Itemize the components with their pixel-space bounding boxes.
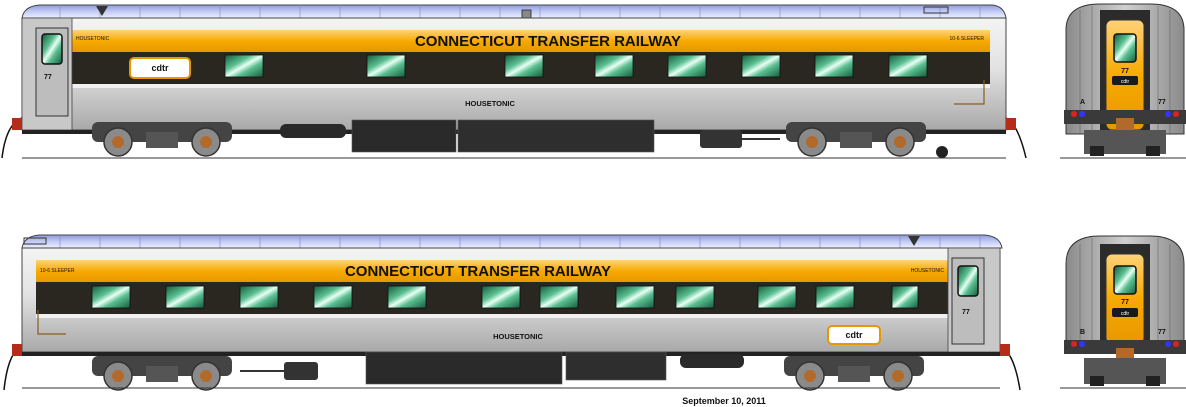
top-car-roof-ribs bbox=[59, 5, 981, 18]
bottom-car-grab-handle bbox=[37, 310, 66, 335]
bottom-car-truck-left bbox=[92, 356, 232, 391]
top-car-window bbox=[366, 54, 406, 78]
top-car-car-name: HOUSETONIC bbox=[465, 99, 515, 108]
bottom-car-window bbox=[615, 285, 655, 309]
bottom-car-window bbox=[757, 285, 797, 309]
bottom-car-small-left-label: 10-6 SLEEPER bbox=[40, 268, 75, 274]
bottom-car-grab-iron bbox=[23, 237, 47, 245]
bottom-car-small-right-label: HOUSETONIC bbox=[911, 268, 945, 274]
bottom-car-number: 77 bbox=[962, 309, 970, 316]
top-car-truck-right bbox=[786, 122, 926, 157]
bottom-car-window bbox=[91, 285, 131, 309]
top-end-coupler bbox=[1116, 118, 1134, 130]
bottom-car-window bbox=[891, 285, 919, 309]
top-car-window bbox=[741, 54, 781, 78]
top-car-vent-icon bbox=[96, 6, 108, 16]
bottom-car-logo: cdtr bbox=[827, 325, 881, 345]
top-car-door-window bbox=[41, 33, 63, 65]
top-car-window bbox=[504, 54, 544, 78]
bottom-car-generator bbox=[284, 362, 318, 380]
top-car-railroad-name: CONNECTICUT TRANSFER RAILWAY bbox=[415, 33, 681, 50]
bottom-car-railroad-name: CONNECTICUT TRANSFER RAILWAY bbox=[345, 263, 611, 280]
top-car-grab-iron bbox=[923, 6, 949, 14]
bottom-end-marker-light-icon bbox=[1071, 341, 1077, 347]
bottom-end-door-window bbox=[1113, 265, 1137, 295]
top-car-window bbox=[667, 54, 707, 78]
top-car-tank bbox=[280, 124, 346, 138]
bottom-car-door-window bbox=[957, 265, 979, 297]
bottom-end-corner-letter: B bbox=[1080, 329, 1085, 336]
top-car-window bbox=[814, 54, 854, 78]
bottom-car-window bbox=[387, 285, 427, 309]
top-car-window bbox=[594, 54, 634, 78]
top-car-windows bbox=[224, 54, 928, 78]
bottom-car-window bbox=[815, 285, 855, 309]
top-car-window bbox=[888, 54, 928, 78]
bottom-car-letterboard bbox=[36, 260, 948, 282]
bottom-car-roof-ribs bbox=[59, 235, 981, 248]
bottom-car-window bbox=[239, 285, 279, 309]
bottom-end-view: 77 cdtr B 77 bbox=[1060, 235, 1186, 389]
bottom-end-door-number: 77 bbox=[1121, 299, 1129, 306]
top-car-letterboard bbox=[72, 30, 990, 52]
top-end-logo: cdtr bbox=[1121, 79, 1130, 85]
bottom-car-vent-icon bbox=[908, 236, 920, 246]
bottom-end-marker-light-icon bbox=[1079, 341, 1085, 347]
top-end-marker-light-icon bbox=[1173, 111, 1179, 117]
bottom-car-window bbox=[539, 285, 579, 309]
bottom-end-marker-light-icon bbox=[1173, 341, 1179, 347]
top-car-equipment-box bbox=[457, 119, 655, 153]
top-car-generator bbox=[700, 130, 742, 148]
bottom-car-car-name: HOUSETONIC bbox=[493, 332, 543, 341]
top-end-marker-light-icon bbox=[1165, 111, 1171, 117]
top-end-marker-light-icon bbox=[1079, 111, 1085, 117]
bottom-car-window bbox=[313, 285, 353, 309]
top-car-grab-handle bbox=[954, 80, 985, 105]
bottom-car-logo-text: cdtr bbox=[845, 330, 863, 340]
top-car-small-left-label: HOUSETONIC bbox=[76, 36, 110, 42]
bottom-car-equipment-box bbox=[365, 351, 563, 385]
top-car-brake-wheel-icon bbox=[936, 146, 948, 158]
bottom-car-windows bbox=[91, 285, 919, 309]
bottom-car-window bbox=[165, 285, 205, 309]
top-car-number: 77 bbox=[44, 74, 52, 81]
bottom-car-side-view: CONNECTICUT TRANSFER RAILWAY 10-6 SLEEPE… bbox=[3, 234, 1021, 391]
bottom-car-window bbox=[481, 285, 521, 309]
top-end-view: 77 cdtr A 77 bbox=[1060, 3, 1186, 159]
bottom-end-coupler bbox=[1116, 348, 1134, 360]
top-car-logo: cdtr bbox=[129, 57, 191, 79]
top-end-door-window bbox=[1113, 33, 1137, 63]
bottom-car-window bbox=[675, 285, 715, 309]
top-car-lower-band bbox=[72, 84, 990, 88]
top-car-small-right-label: 10-6 SLEEPER bbox=[950, 36, 985, 42]
top-end-marker-light-icon bbox=[1071, 111, 1077, 117]
top-end-corner-letter: A bbox=[1080, 99, 1085, 106]
bottom-end-corner-number: 77 bbox=[1158, 329, 1166, 336]
bottom-car-tank bbox=[680, 354, 744, 368]
top-car-truck-left bbox=[92, 122, 232, 157]
drawing-date: September 10, 2011 bbox=[682, 396, 766, 406]
bottom-end-marker-light-icon bbox=[1165, 341, 1171, 347]
top-car-side-view: CONNECTICUT TRANSFER RAILWAY HOUSETONIC … bbox=[1, 4, 1027, 159]
bottom-car-truck-right bbox=[784, 356, 924, 391]
bottom-car-equipment-box bbox=[565, 351, 667, 381]
top-car-equipment-box bbox=[351, 119, 457, 153]
top-car-logo-text: cdtr bbox=[151, 63, 169, 73]
top-car-window bbox=[224, 54, 264, 78]
bottom-car-lower-band bbox=[36, 314, 948, 318]
top-end-corner-number: 77 bbox=[1158, 99, 1166, 106]
bottom-end-logo: cdtr bbox=[1121, 311, 1130, 317]
top-end-door-number: 77 bbox=[1121, 68, 1129, 75]
